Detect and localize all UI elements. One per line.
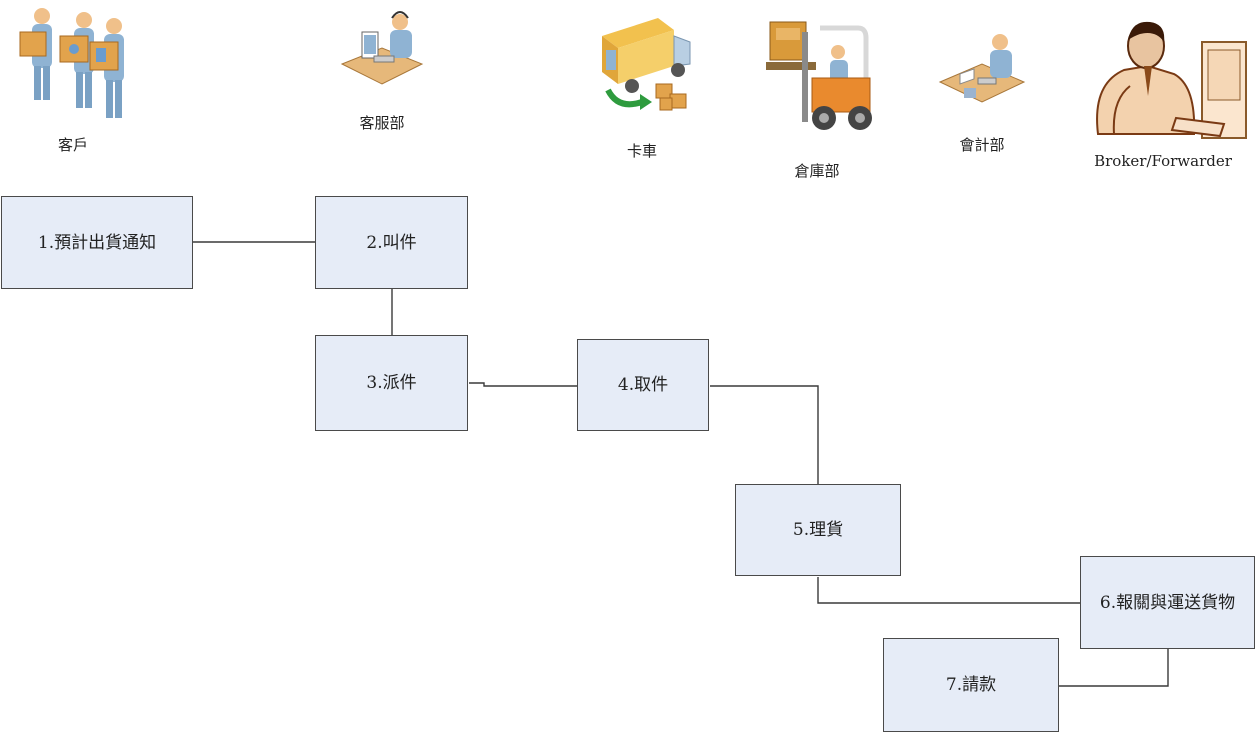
forklift-icon <box>766 21 872 130</box>
actor-label-truck: 卡車 <box>626 142 658 160</box>
actor-warehouse <box>762 18 874 142</box>
people-carrying-boxes-icon <box>19 8 124 118</box>
step-5-sorting: 5.理貨 <box>735 484 901 576</box>
businessman-at-computer-icon <box>1096 21 1247 139</box>
step-1-label: 1.預計出貨通知 <box>37 232 157 253</box>
actor-customer-service <box>340 8 424 88</box>
actor-label-customer-service: 客服部 <box>359 114 405 132</box>
step-2-label: 2.叫件 <box>366 232 417 253</box>
actor-customer <box>14 4 136 122</box>
step-5-label: 5.理貨 <box>792 520 844 540</box>
step-4-label: 4.取件 <box>617 375 669 395</box>
step-4-pickup: 4.取件 <box>577 339 709 431</box>
actor-broker <box>1084 14 1250 148</box>
actor-accounting <box>938 30 1026 112</box>
step-7-label: 7.請款 <box>945 675 997 695</box>
clerk-at-desk-icon <box>938 34 1026 103</box>
delivery-truck-icon <box>602 18 691 111</box>
connector-3-4 <box>469 382 577 387</box>
actor-label-warehouse: 倉庫部 <box>794 162 840 180</box>
step-1-shipment-notice: 1.預計出貨通知 <box>1 196 193 289</box>
actor-label-customer: 客戶 <box>57 136 89 154</box>
connector-4-5 <box>710 385 819 484</box>
step-3-label: 3.派件 <box>366 373 417 393</box>
step-2-request-pickup: 2.叫件 <box>315 196 468 289</box>
connector-6-7 <box>1059 649 1169 687</box>
actor-label-broker: Broker/Forwarder <box>1094 152 1232 170</box>
actor-truck <box>598 14 694 116</box>
step-6-label: 6.報關與運送貨物 <box>1099 592 1236 613</box>
step-7-billing: 7.請款 <box>883 638 1059 732</box>
operator-at-desk-icon <box>340 11 424 85</box>
actor-label-accounting: 會計部 <box>959 136 1005 154</box>
step-3-dispatch: 3.派件 <box>315 335 468 431</box>
connector-5-6 <box>817 577 1080 604</box>
step-6-customs-and-shipping: 6.報關與運送貨物 <box>1080 556 1255 649</box>
